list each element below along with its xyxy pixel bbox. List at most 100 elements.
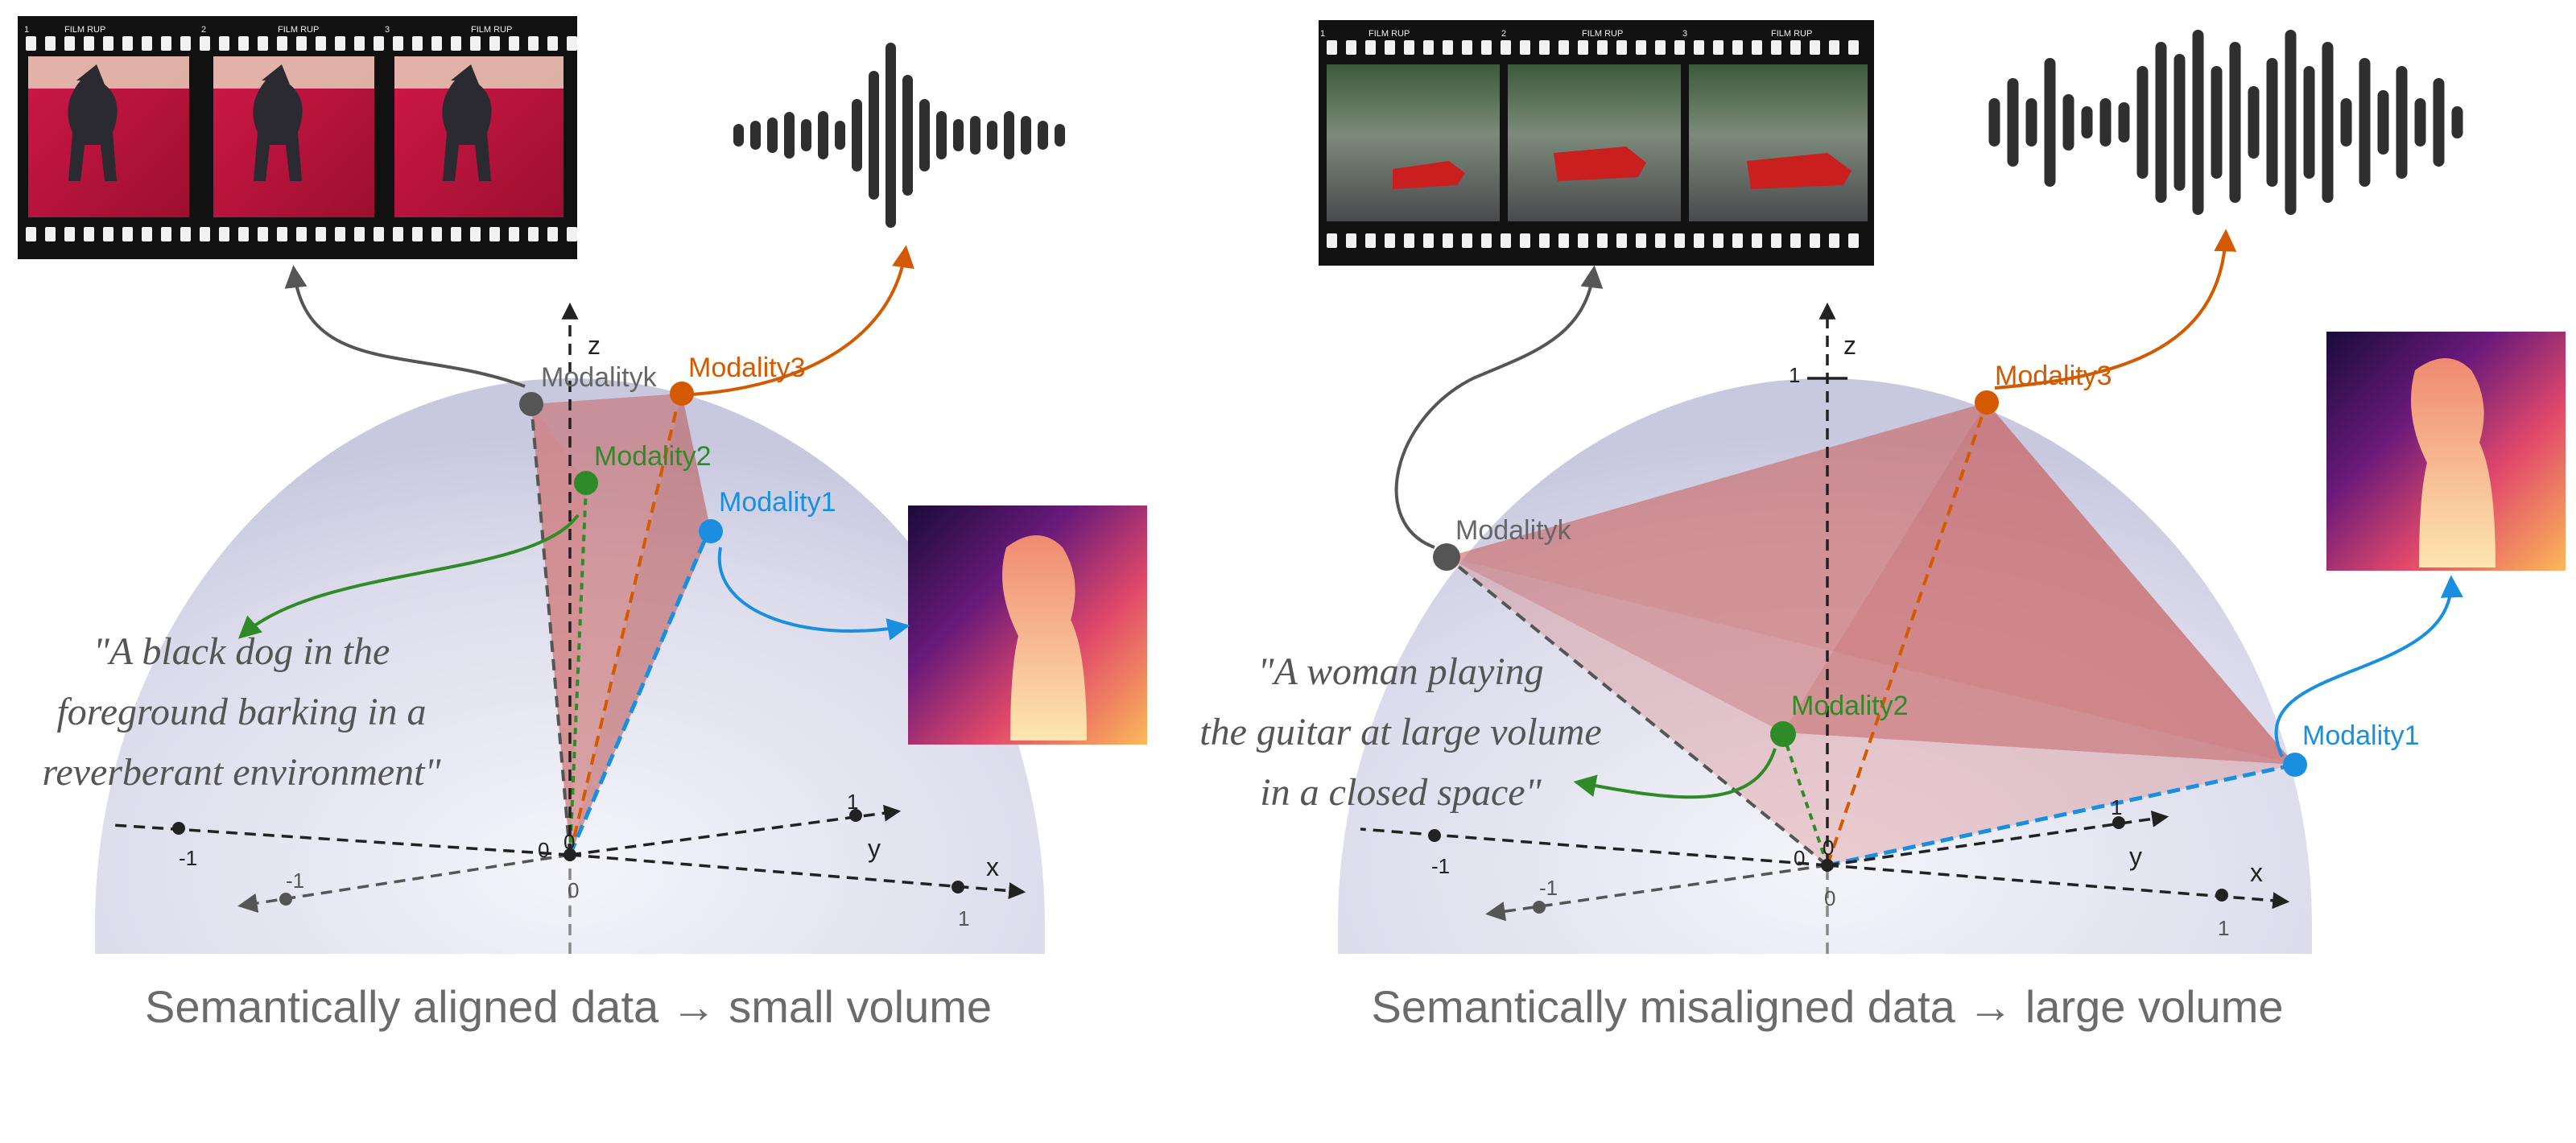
- sprocket-hole: [84, 227, 94, 241]
- volume-polytope: [1447, 402, 2295, 865]
- sprocket-hole: [1694, 40, 1704, 55]
- connector-modality1: [2274, 575, 2463, 757]
- sprocket-hole: [1501, 40, 1511, 55]
- sprocket-hole: [180, 227, 191, 241]
- waveform-bar: [2044, 58, 2056, 187]
- sprocket-hole: [528, 227, 539, 241]
- depth-map-icon: [2326, 332, 2566, 571]
- sprocket-hole: [64, 227, 75, 241]
- tick-z-top: 1: [1789, 363, 1800, 387]
- waveform-bar: [2451, 106, 2463, 138]
- waveform-bar: [818, 111, 828, 159]
- sprocket-hole: [412, 36, 423, 51]
- sprocket-hole: [1481, 40, 1492, 55]
- waveform-bar: [1055, 124, 1065, 146]
- sprocket-hole: [316, 227, 326, 241]
- connector-modality1: [717, 547, 910, 641]
- tick-x-neg: -1: [179, 846, 197, 870]
- label-modality3: Modality3: [688, 353, 806, 383]
- text-prompt: "A woman playing the guitar at large vol…: [1199, 650, 1601, 814]
- waveform-bar: [1038, 121, 1048, 150]
- tick-origin: 0: [1794, 846, 1805, 870]
- sprocket-hole: [1346, 40, 1356, 55]
- sprocket-hole: [1732, 40, 1743, 55]
- waveform-bar: [919, 99, 930, 171]
- sprocket-hole: [1462, 40, 1472, 55]
- sprocket-hole: [258, 227, 268, 241]
- connector-modalityk: [1394, 265, 1604, 549]
- sprocket-hole: [161, 227, 171, 241]
- axis-label-y: y: [868, 834, 881, 863]
- sprocket-hole: [238, 227, 249, 241]
- sprocket-hole: [1443, 40, 1453, 55]
- sprocket-hole: [374, 36, 384, 51]
- waveform-bar: [2007, 78, 2019, 167]
- sprocket-hole: [1810, 40, 1820, 55]
- film-number: 2: [201, 25, 206, 35]
- waveform-bar: [2322, 42, 2334, 203]
- sprocket-hole: [1732, 233, 1743, 248]
- vector-modality3: [568, 399, 680, 856]
- sprocket-hole: [1636, 233, 1646, 248]
- sprocket-hole: [451, 227, 461, 241]
- label-modalityk: Modalityk: [1455, 515, 1572, 546]
- waveform-bar: [750, 121, 761, 150]
- sprocket-hole: [103, 36, 114, 51]
- waveform-bar: [970, 116, 980, 155]
- sprocket-hole: [64, 36, 75, 51]
- sprocket-hole: [1539, 233, 1550, 248]
- waveform-bar: [2248, 86, 2260, 159]
- sprocket-hole: [374, 227, 384, 241]
- sprocket-hole: [1616, 233, 1627, 248]
- film-number: 3: [1682, 29, 1687, 39]
- waveform-bar: [2266, 58, 2278, 187]
- connector-modality2: [1573, 748, 1777, 799]
- sprocket-hole: [1616, 40, 1627, 55]
- axis-label-x: x: [2250, 858, 2263, 887]
- film-number: 3: [385, 25, 390, 35]
- waveform-bar: [2099, 98, 2112, 146]
- sprocket-hole: [567, 36, 577, 51]
- sprocket-hole: [1423, 233, 1434, 248]
- point-modalityk: [519, 392, 543, 416]
- waveform-bar: [2174, 54, 2186, 191]
- vector-modality1: [1827, 762, 2296, 868]
- waveform-bar: [2396, 66, 2408, 179]
- connector-modality2: [237, 514, 580, 639]
- tick-y-pos: 1: [847, 790, 858, 814]
- tick-origin-low: 0: [1824, 886, 1835, 910]
- waveform-bar: [2025, 98, 2037, 146]
- sprocket-hole: [335, 227, 345, 241]
- axes: [112, 302, 1026, 954]
- point-modality1: [699, 519, 723, 543]
- sprocket-hole: [1636, 40, 1646, 55]
- waveform-bar: [2118, 102, 2130, 142]
- sprocket-hole: [277, 36, 287, 51]
- sprocket-hole: [1829, 40, 1839, 55]
- waveform-bar: [801, 119, 811, 151]
- sprocket-hole: [238, 36, 249, 51]
- waveform-bar: [2377, 90, 2389, 155]
- vector-modalityk: [1445, 555, 1829, 867]
- sprocket-hole: [1327, 40, 1337, 55]
- waveform-bar: [987, 121, 997, 150]
- label-modality3: Modality3: [1995, 361, 2112, 391]
- sprocket-hole: [122, 36, 133, 51]
- waveform-bar: [2062, 94, 2074, 151]
- audio-waveform-icon: [733, 43, 1065, 228]
- tick-origin-2: 0: [1823, 836, 1834, 860]
- sprocket-hole: [489, 227, 500, 241]
- waveform-bar: [835, 121, 845, 150]
- sprocket-hole: [451, 36, 461, 51]
- sprocket-hole: [509, 36, 519, 51]
- sprocket-hole: [1597, 40, 1608, 55]
- sprocket-hole: [1713, 40, 1724, 55]
- sprocket-hole: [1520, 233, 1530, 248]
- tick-y-pos: 1: [2111, 795, 2122, 819]
- sprocket-hole: [219, 227, 229, 241]
- sprocket-hole: [1462, 233, 1472, 248]
- sprocket-hole: [45, 36, 56, 51]
- waveform-bar: [869, 71, 879, 200]
- waveform-bar: [2340, 98, 2352, 146]
- vector-modality3: [1826, 402, 1988, 866]
